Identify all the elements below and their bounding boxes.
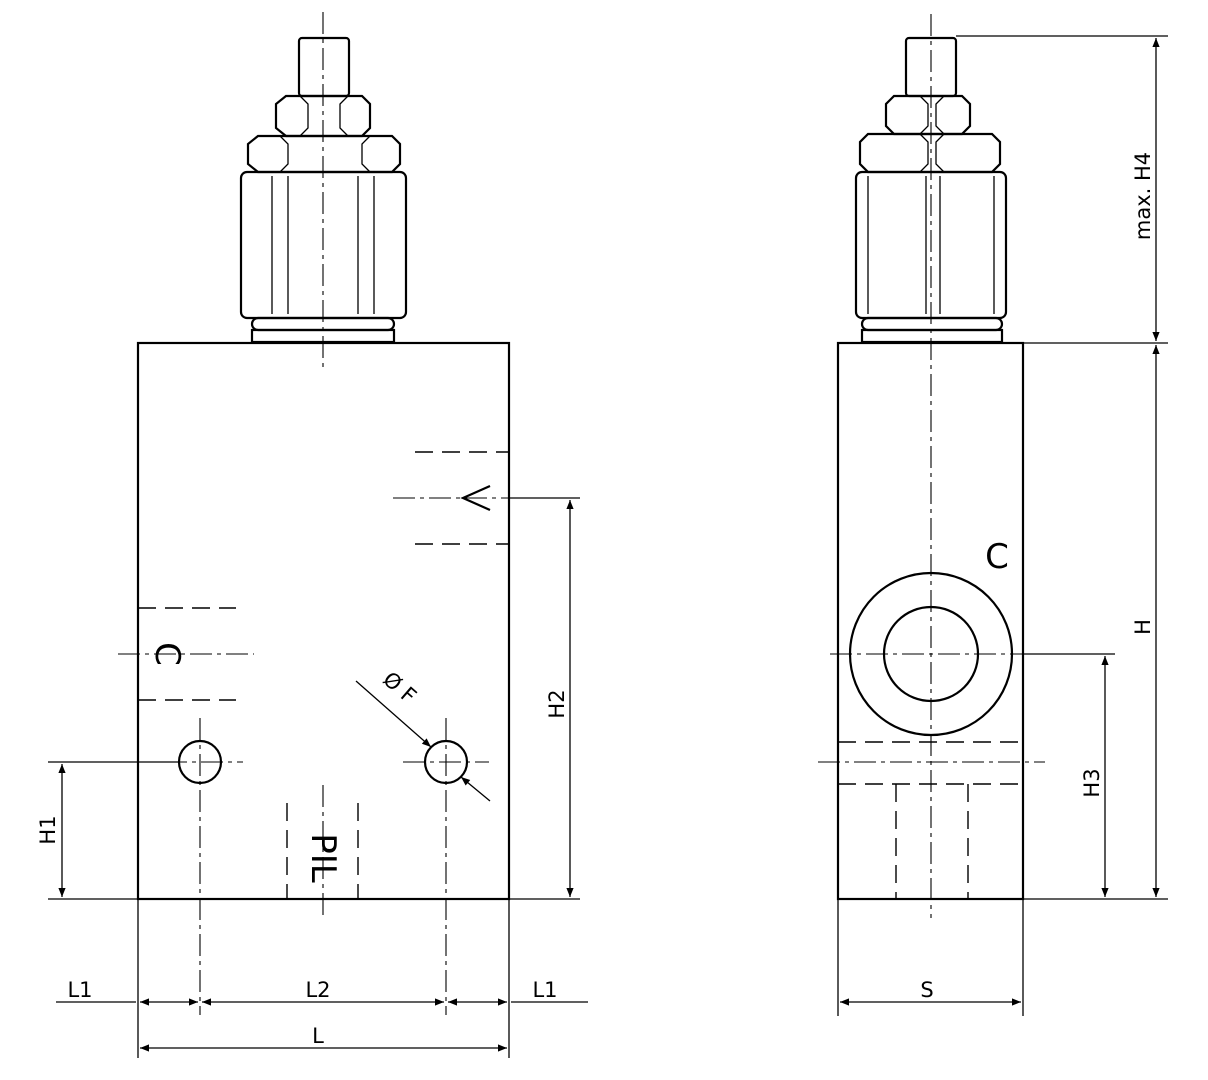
front-port-c-label: C [147,642,187,666]
dim-h-label: H [1131,619,1155,635]
front-view: C PIL Ø F H1 H2 L [36,12,588,1058]
dim-h2-label: H2 [545,689,569,718]
side-port-c-label: C [985,537,1009,577]
dim-l2-label: L2 [305,978,330,1002]
front-pil-label: PIL [303,833,343,883]
dim-l1-right-label: L1 [532,978,557,1002]
front-adjusting-nut [246,134,402,174]
side-seal-ring [860,316,1004,332]
dim-l1-left-label: L1 [67,978,92,1002]
side-view: C S H3 H max. H4 [818,14,1168,1016]
dim-s-label: S [920,978,933,1002]
front-port-chevron [460,484,491,512]
dim-h3-label: H3 [1080,768,1104,797]
dim-phi-f-label: Ø F [378,667,420,708]
dim-l-label: L [312,1024,324,1048]
side-adjusting-nut [858,132,1002,174]
front-adjusting-stem [297,36,351,98]
dim-h1-label: H1 [36,815,60,844]
dim-h4-label: max. H4 [1131,152,1155,240]
